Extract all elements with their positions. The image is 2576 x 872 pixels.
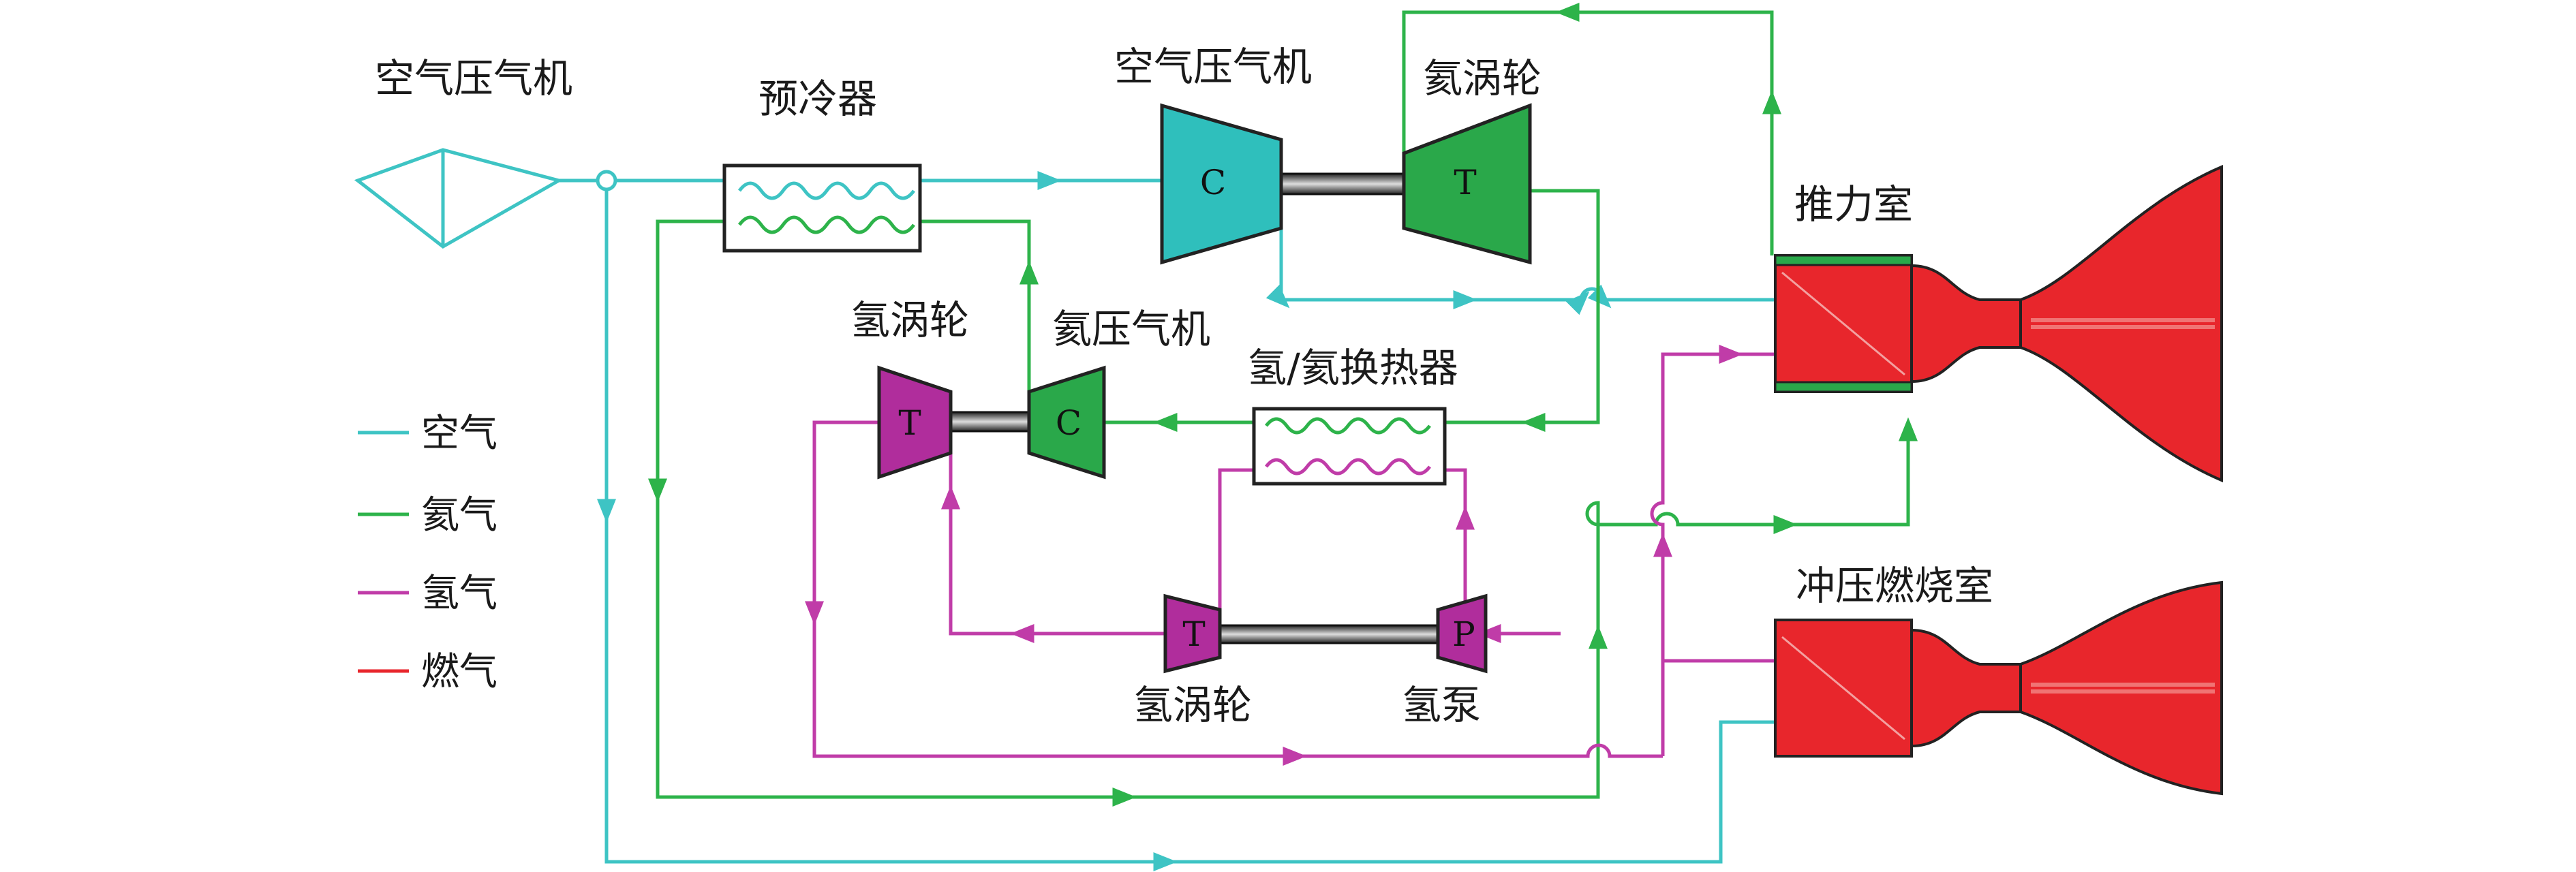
label-ramjet-chamber: 冲压燃烧室 [1796, 563, 1993, 609]
hydrogen-turbine-upper-shape [877, 365, 953, 480]
hydrogen-turbine-upper-letter: T [898, 403, 921, 443]
label-thrust-chamber: 推力室 [1794, 181, 1913, 228]
label-helium-turbine-top: 氦涡轮 [1423, 55, 1542, 102]
ramjet-chamber [1774, 580, 2223, 796]
air-lines [354, 148, 1775, 871]
label-hydrogen-turbine-upper: 氢涡轮 [850, 297, 969, 343]
helium-compressor-unit: T C [877, 365, 1106, 480]
labels: 空气压气机 预冷器 空气压气机 氦涡轮 推力室 氢涡轮 氦压气机 氢/氦换热器 … [375, 44, 1993, 728]
label-hydrogen-pump: 氢泵 [1402, 682, 1481, 728]
helium-lines [358, 3, 1918, 807]
label-h2-he-exchanger: 氢/氦换热器 [1247, 345, 1458, 391]
legend-helium-label: 氦气 [421, 493, 497, 538]
label-helium-compressor: 氦压气机 [1052, 306, 1210, 352]
label-precooler: 预冷器 [758, 76, 877, 122]
legend-air-label: 空气 [421, 411, 497, 456]
h2-he-heat-exchanger [1252, 407, 1447, 486]
hydrogen-pump-unit: T P [1163, 593, 1488, 674]
legend-gas-label: 燃气 [421, 650, 497, 694]
helium-turbine-shape [1402, 103, 1532, 265]
precooler [722, 164, 922, 253]
label-air-compressor-left: 空气压气机 [375, 55, 572, 102]
helium-compressor-shape [1027, 365, 1106, 480]
label-air-compressor-top: 空气压气机 [1114, 44, 1312, 90]
hydrogen-pump-letter: P [1452, 614, 1475, 654]
hydrogen-pump-shape [1436, 593, 1488, 674]
hydrogen-lines [358, 345, 1775, 766]
hydrogen-turbine-lower-letter: T [1182, 614, 1205, 654]
air-compressor-unit: C T [1160, 103, 1532, 265]
helium-compressor-letter: C [1056, 403, 1082, 443]
air-compressor-shape [1160, 103, 1283, 265]
legend-hydrogen-label: 氢气 [421, 572, 497, 616]
hydrogen-turbine-lower-shape [1163, 593, 1222, 674]
air-inlet-cone [354, 148, 564, 249]
legend: 空气 氦气 氢气 燃气 [421, 411, 497, 694]
label-hydrogen-turbine-lower: 氢涡轮 [1133, 682, 1252, 728]
helium-turbine-letter: T [1454, 163, 1476, 202]
air-compressor-letter: C [1200, 163, 1226, 202]
thrust-chamber [1774, 164, 2223, 483]
